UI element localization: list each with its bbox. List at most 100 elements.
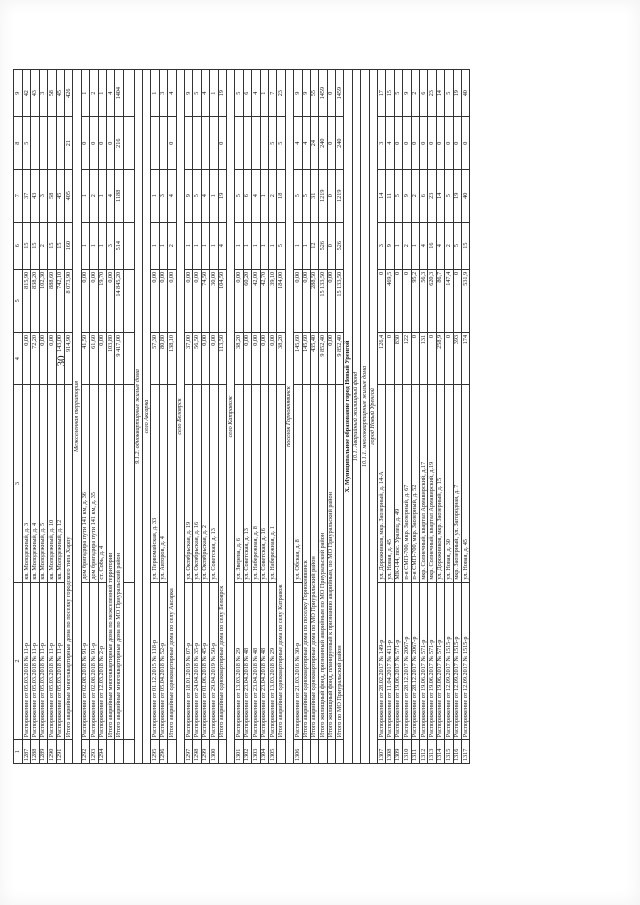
address-cell: ул. Октябрьская, д. 2	[201, 384, 210, 583]
count-cell: 43	[30, 169, 40, 223]
document-cell: Распоряжение от 28.12.2017 № 2067-р	[402, 582, 412, 740]
document-cell: Распоряжение от 13.03.2018 № 29	[268, 582, 277, 740]
count-cell: 15	[385, 69, 395, 117]
area-cell: 393	[453, 332, 462, 385]
row-number	[218, 739, 227, 764]
count-cell	[234, 116, 244, 170]
count-cell: 15	[56, 222, 65, 270]
document-cell: Распоряжение от 11.04.2017 № 411-р	[385, 582, 395, 740]
area-cell: 435,40	[310, 332, 319, 385]
address-cell: мкр. Солнечный, квартал Армавирский, д.1…	[419, 384, 428, 583]
empty-cell	[123, 169, 135, 223]
count-cell: 43	[30, 69, 40, 117]
count-cell: 160	[64, 222, 73, 270]
row-number: 1308	[385, 739, 395, 764]
document-cell: Распоряжение от 19.06.2017 № 571-р	[427, 582, 437, 740]
area-cell: 0,00	[260, 332, 269, 385]
area-cell: 815,90	[22, 269, 31, 333]
area-cell: 0,00	[167, 269, 177, 333]
count-cell: 15	[461, 222, 470, 270]
section-heading: 10.1. Аварийный жилищный фонд	[352, 69, 361, 764]
count-cell: 1	[209, 69, 219, 117]
count-cell: 2	[411, 69, 420, 117]
document-cell: Распоряжение от 18.01.2019 № 07-р	[184, 582, 193, 740]
count-cell: 21	[64, 116, 73, 170]
document-cell: Итого жилищный фонд, планируемый к призн…	[327, 384, 336, 740]
count-cell: 4	[167, 69, 177, 117]
area-cell: 104,50	[218, 269, 227, 333]
area-cell: 122	[402, 332, 412, 385]
count-cell: 4	[251, 169, 261, 223]
area-cell: 126,4	[377, 332, 386, 385]
address-cell: ст. Собь, д. 4	[98, 384, 107, 583]
area-cell: 0,00	[39, 332, 48, 385]
area-cell: 0,00	[89, 269, 99, 333]
document-cell: Распоряжение от 05.03.2018 № 11-р	[22, 582, 31, 740]
count-cell: 9	[402, 169, 412, 223]
count-cell	[159, 116, 168, 170]
count-cell: 5	[192, 169, 202, 223]
total-row: Итого аварийные одноквартирные дома по с…	[167, 69, 177, 764]
area-cell: 103,80	[106, 332, 115, 385]
document-cell: Распоряжение от 02.08.2018 № 91-р	[89, 582, 99, 740]
document-cell: Распоряжение от 24.04.2018 № 35-р	[192, 582, 202, 740]
document-cell: Распоряжение от 02.08.2018 № 91-р	[81, 582, 90, 740]
empty-cell	[123, 69, 135, 117]
count-cell: 15	[47, 222, 57, 270]
row-number: 1314	[436, 739, 445, 764]
area-cell: 37,00	[184, 332, 193, 385]
count-cell: 1188	[114, 169, 124, 223]
total-row: Итого аварийные многоквартирные дома по …	[114, 69, 124, 764]
area-cell: 0	[427, 332, 437, 385]
document-cell: Распоряжение от 05.03.2018 № 11-р	[56, 582, 65, 740]
count-cell: 7	[268, 69, 277, 117]
count-cell: 5	[293, 169, 302, 223]
address-cell: ул. Октябрьская, д. 19	[184, 384, 193, 583]
count-cell: 14	[436, 69, 445, 117]
address-cell: ул. Октябрьская, д. 16	[192, 384, 202, 583]
count-cell: 5	[444, 169, 454, 223]
address-cell: ул. Советская, д. 13	[209, 384, 219, 583]
header-cell: 6	[13, 222, 23, 270]
count-cell: 1	[293, 222, 302, 270]
row-number: 1289	[39, 739, 48, 764]
count-cell: 4	[251, 69, 261, 117]
row-number: 1293	[89, 739, 99, 764]
address-cell: МК-144, пос. Уралец, д. 49	[394, 384, 403, 583]
count-cell: 240	[335, 116, 344, 170]
section-heading-row: X. Муниципальное образование город Новый…	[343, 69, 353, 764]
count-cell: 6	[419, 69, 428, 117]
empty-cell	[123, 332, 135, 385]
count-cell: 15	[30, 222, 40, 270]
address-cell: ул. Набережная, д. 8	[251, 384, 261, 583]
address-cell: мкр. Солнечный, квартал Армавирский, д.1…	[427, 384, 437, 583]
row-number	[167, 739, 177, 764]
area-cell: 0,00	[106, 269, 115, 333]
spacer-row	[123, 69, 135, 764]
address-cell: ул. Зверева, д. 6	[234, 384, 244, 583]
area-cell: 19,70	[98, 269, 107, 333]
count-cell: 19	[453, 169, 462, 223]
row-number: 1294	[98, 739, 107, 764]
address-cell: ул. Дорожников, мкр. Заозерный, д. 14-А	[377, 384, 386, 583]
count-cell: 0	[461, 116, 470, 170]
document-cell: Распоряжение от 05.03.2018 № 11-р	[30, 582, 40, 740]
count-cell: 6	[419, 169, 428, 223]
address-cell: ул. Обская, д. 8	[293, 384, 302, 583]
document-cell: Итого аварийные многоквартирные дома по …	[106, 384, 115, 740]
count-cell: 0	[453, 116, 462, 170]
area-cell: 914,90	[64, 332, 73, 385]
count-cell: 2	[411, 169, 420, 223]
count-cell: 1404	[114, 69, 124, 117]
count-cell: 0	[436, 116, 445, 170]
count-cell: 0	[419, 116, 428, 170]
count-cell: 3	[377, 222, 386, 270]
count-cell: 5	[192, 69, 202, 117]
row-number	[114, 739, 124, 764]
area-cell: 0,00	[201, 332, 210, 385]
